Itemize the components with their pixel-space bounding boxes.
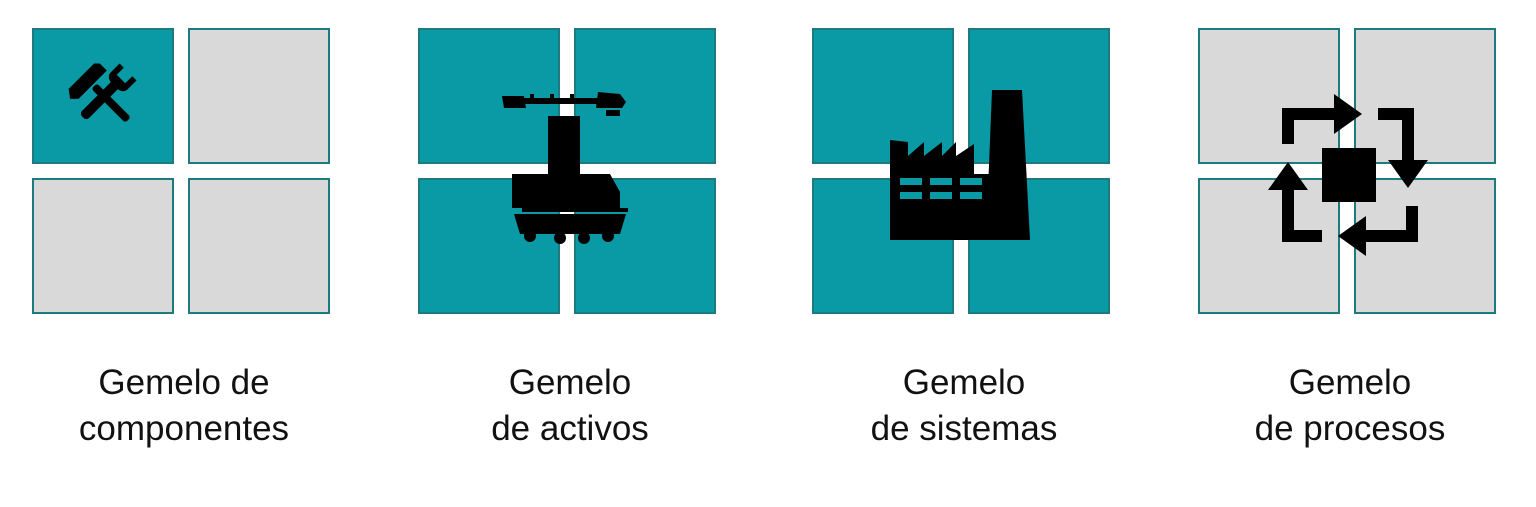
twin-procesos: Gemelo de procesos	[1198, 28, 1502, 448]
twin-activos: Gemelo de activos	[418, 28, 722, 448]
twin-label-line2: de sistemas	[870, 409, 1058, 448]
grid-cell	[188, 178, 330, 314]
twin-label-line2: de activos	[491, 409, 649, 448]
twin-label-line2: de procesos	[1254, 409, 1446, 448]
wrench-hammer-icon	[68, 63, 137, 122]
twin-label: Gemelo de componentes	[32, 360, 336, 452]
twin-grid	[812, 28, 1116, 320]
grid-cell	[1198, 28, 1340, 164]
twin-grid	[1198, 28, 1502, 320]
grid-cell	[418, 28, 560, 164]
grid-cell	[32, 178, 174, 314]
grid-cell	[188, 28, 330, 164]
twin-sistemas: Gemelo de sistemas	[812, 28, 1116, 448]
grid-cell	[1354, 28, 1496, 164]
twin-label: Gemelo de procesos	[1198, 360, 1502, 452]
twin-componentes: Gemelo de componentes	[32, 28, 336, 448]
twin-label: Gemelo de sistemas	[812, 360, 1116, 452]
twin-label-line1: Gemelo de	[98, 363, 270, 402]
twin-grid	[32, 28, 336, 320]
grid-cell	[812, 28, 954, 164]
mining-shovel-icon	[502, 92, 628, 244]
factory-icon	[890, 90, 1030, 240]
twin-label-line2: componentes	[78, 409, 290, 448]
twin-label: Gemelo de activos	[418, 360, 722, 452]
twin-label-line1: Gemelo	[1288, 363, 1412, 402]
process-cycle-icon	[1268, 94, 1428, 256]
twin-label-line1: Gemelo	[902, 363, 1026, 402]
grid-cell	[418, 178, 560, 314]
twin-label-line1: Gemelo	[508, 363, 632, 402]
twin-grid	[418, 28, 722, 320]
grid-cell	[1198, 178, 1340, 314]
